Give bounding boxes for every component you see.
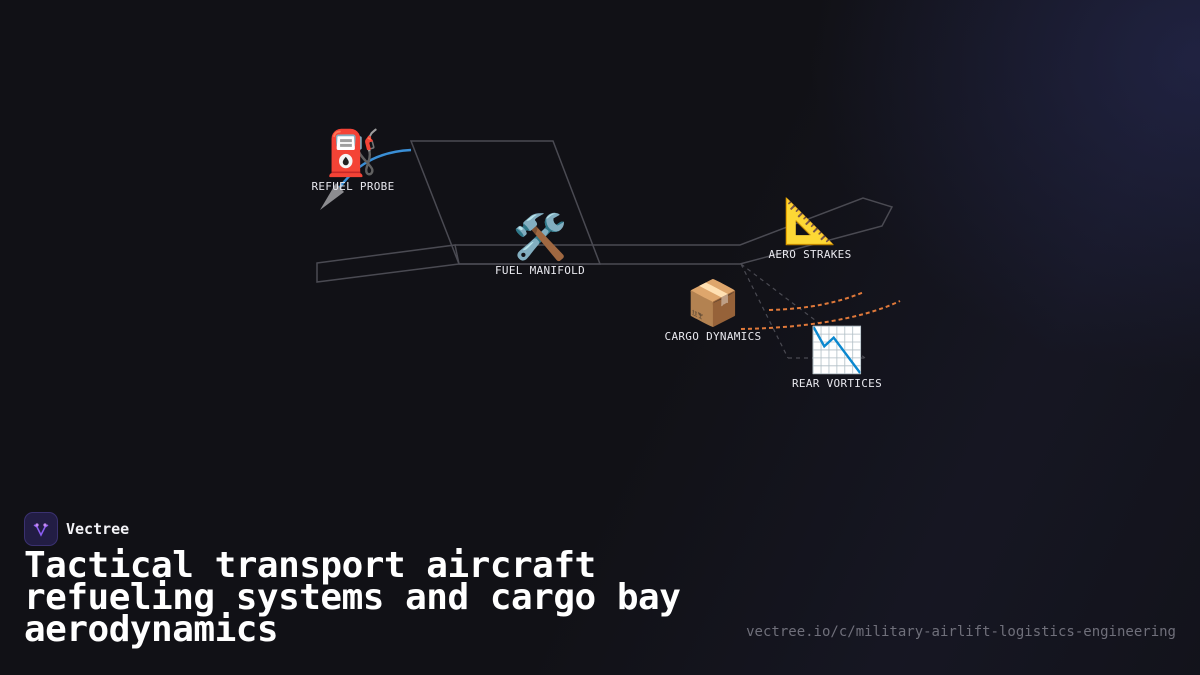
package-icon: 📦 bbox=[685, 278, 741, 329]
node-fuel-manifold: 🛠️ FUEL MANIFOLD bbox=[495, 212, 585, 278]
node-refuel-probe: ⛽ REFUEL PROBE bbox=[311, 128, 395, 194]
brand-name: Vectree bbox=[66, 520, 130, 538]
triangle-ruler-icon: 📐 bbox=[782, 196, 838, 247]
nose-outline bbox=[316, 244, 460, 283]
node-label: REAR VORTICES bbox=[792, 377, 882, 390]
refuel-probe-tip bbox=[320, 183, 344, 210]
node-aero-strakes: 📐 AERO STRAKES bbox=[768, 196, 852, 262]
node-label: REFUEL PROBE bbox=[311, 180, 395, 193]
page-title: Tactical transport aircraft refueling sy… bbox=[24, 545, 681, 650]
node-rear-vortices: 📉 REAR VORTICES bbox=[792, 325, 882, 391]
node-label: AERO STRAKES bbox=[768, 248, 852, 261]
fuel-pump-icon: ⛽ bbox=[325, 128, 381, 179]
fuselage-outline bbox=[455, 197, 894, 265]
node-cargo-dynamics: 📦 CARGO DYNAMICS bbox=[664, 278, 762, 344]
source-url[interactable]: vectree.io/c/military-airlift-logistics-… bbox=[746, 624, 1176, 640]
airflow-line-2 bbox=[740, 300, 901, 330]
vectree-logo-icon bbox=[24, 512, 58, 546]
chart-decreasing-icon: 📉 bbox=[809, 325, 865, 376]
ramp-line-1 bbox=[740, 263, 789, 359]
hammer-wrench-icon: 🛠️ bbox=[512, 212, 568, 263]
node-label: CARGO DYNAMICS bbox=[664, 330, 762, 343]
brand[interactable]: Vectree bbox=[24, 512, 129, 546]
ramp-line-2 bbox=[740, 263, 866, 359]
airflow-line-1 bbox=[768, 291, 865, 311]
node-label: FUEL MANIFOLD bbox=[495, 264, 585, 277]
